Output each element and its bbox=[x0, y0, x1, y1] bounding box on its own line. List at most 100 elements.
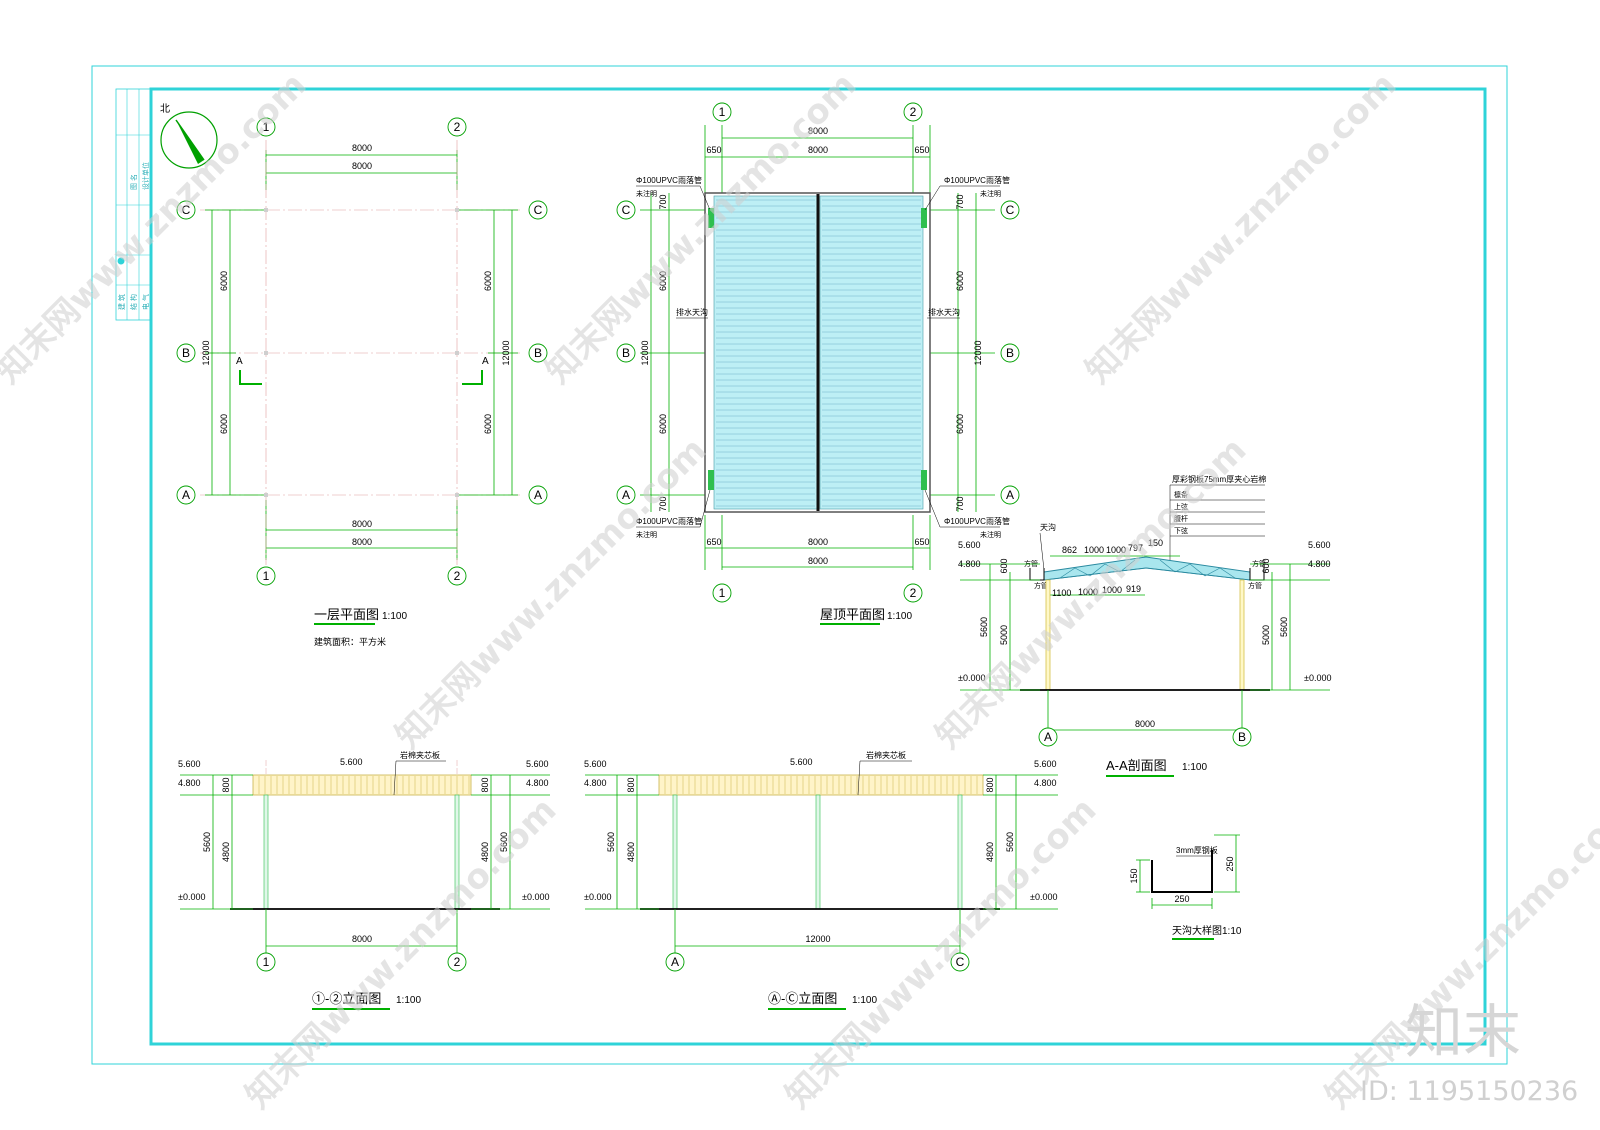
plan1-area-note: 建筑面积：平方米 bbox=[314, 636, 386, 647]
section-dim-8000: 8000 bbox=[1135, 719, 1155, 729]
svg-text:A: A bbox=[1006, 488, 1014, 502]
roof-dim-left-700b: 700 bbox=[658, 496, 668, 511]
elev2-axis-a: A bbox=[665, 952, 685, 972]
section-column-label-bl: 方管 bbox=[1034, 581, 1048, 590]
svg-text:C: C bbox=[622, 203, 631, 217]
title-block-strip: 图 名 设计单位 建 筑 结 构 电 气 bbox=[115, 88, 152, 321]
elev1-axis-1: 1 bbox=[256, 952, 276, 972]
section-title: A-A剖面图 bbox=[1106, 758, 1167, 773]
roof-dim-right-6000b: 6000 bbox=[955, 414, 965, 434]
roof-axis-2-top: 2 bbox=[903, 102, 923, 122]
roof-axis-1-top: 1 bbox=[712, 102, 732, 122]
roof-title: 屋顶平面图 bbox=[820, 607, 885, 622]
elev1-el-5600-right: 5.600 bbox=[526, 759, 549, 769]
roof-dim-bottom-1: 8000 bbox=[808, 537, 828, 547]
svg-text:2: 2 bbox=[454, 955, 461, 969]
elevation-1-2: 岩棉夹芯板 5.600 5.600 4.800 ±0.000 800 5600 … bbox=[178, 750, 550, 1010]
watermark-1: 知末网www.znzmo.com bbox=[0, 65, 314, 391]
elev1-el-5600-left: 5.600 bbox=[178, 759, 201, 769]
ground-floor-plan: 8000 8000 8000 8000 12000 6000 6000 6000… bbox=[176, 117, 548, 647]
section-layer-4: 下弦 bbox=[1174, 526, 1188, 535]
roof-pipe-label-bl: Φ100UPVC雨落管 bbox=[636, 516, 702, 526]
section-aa: 厚彩钢板75mm厚夹心岩棉 檩条 上弦 腹杆 下弦 天沟 862 1000 10… bbox=[958, 474, 1331, 777]
elev1-axis-2: 2 bbox=[447, 952, 467, 972]
elev2-el-5600-right: 5.600 bbox=[1034, 759, 1057, 769]
roof-dim-right-12000: 12000 bbox=[973, 340, 983, 365]
roof-dim-left-700a: 700 bbox=[658, 194, 668, 209]
watermark-8: 知末网www.znzmo.com bbox=[1318, 790, 1600, 1116]
svg-text:C: C bbox=[956, 955, 965, 969]
elev1-el-0-right: ±0.000 bbox=[522, 892, 549, 902]
roof-dim-top-650b: 650 bbox=[914, 145, 929, 155]
svg-text:1: 1 bbox=[263, 120, 270, 134]
section-gutter-label: 天沟 bbox=[1040, 522, 1056, 532]
svg-text:2: 2 bbox=[910, 586, 917, 600]
roof-gutter-label-right: 排水天沟 bbox=[928, 307, 960, 317]
roof-axis-c-left: C bbox=[616, 200, 636, 220]
elev1-el-0-left: ±0.000 bbox=[178, 892, 205, 902]
roof-dim-left-6000b: 6000 bbox=[658, 414, 668, 434]
section-column-label-br: 方管 bbox=[1248, 581, 1262, 590]
section-column-label-tl: 方管 bbox=[1024, 559, 1038, 568]
roof-axis-b-right: B bbox=[1000, 343, 1020, 363]
roof-dim-right-700a: 700 bbox=[955, 194, 965, 209]
detail-title: 天沟大样图 bbox=[1172, 924, 1222, 937]
plan1-dim-bottom-2: 8000 bbox=[352, 537, 372, 547]
elev1-dim-5600-right: 5600 bbox=[499, 832, 509, 852]
elev2-dim-4800-left: 4800 bbox=[626, 842, 636, 862]
section-dim-top-4: 797 bbox=[1128, 543, 1143, 553]
roof-axis-b-left: B bbox=[616, 343, 636, 363]
section-dim-5600-right: 5600 bbox=[1279, 617, 1289, 637]
elev1-dim-4800-left: 4800 bbox=[221, 842, 231, 862]
svg-text:B: B bbox=[182, 346, 190, 360]
elev2-dim-5600-right: 5600 bbox=[1005, 832, 1015, 852]
section-dim-top-2: 1000 bbox=[1084, 545, 1104, 555]
svg-text:1: 1 bbox=[263, 955, 270, 969]
svg-text:2: 2 bbox=[910, 105, 917, 119]
roof-dim-left-6000a: 6000 bbox=[658, 271, 668, 291]
north-arrow: 北 bbox=[160, 103, 218, 169]
elev2-dim-4800-right: 4800 bbox=[985, 842, 995, 862]
section-dim-5000-right: 5000 bbox=[1261, 625, 1271, 645]
section-axis-a: A bbox=[1038, 727, 1058, 747]
elev2-el-4800-right: 4.800 bbox=[1034, 778, 1057, 788]
elev2-dim-5600-left: 5600 bbox=[606, 832, 616, 852]
plan1-section-mark-right: A bbox=[482, 356, 489, 367]
elev2-el-4800-left: 4.800 bbox=[584, 778, 607, 788]
title-block-row5: 电 气 bbox=[141, 294, 150, 310]
section-axis-b: B bbox=[1232, 727, 1252, 747]
plan1-axis-2-top: 2 bbox=[447, 117, 467, 137]
watermark-7: 知末网www.znzmo.com bbox=[778, 790, 1104, 1116]
elev1-dim-4800-right: 4800 bbox=[480, 842, 490, 862]
svg-text:1: 1 bbox=[719, 105, 726, 119]
roof-pipe-note-tr: 未注明 bbox=[980, 189, 1001, 198]
section-el-4800-right: 4.800 bbox=[1308, 559, 1331, 569]
roof-dim-right-6000a: 6000 bbox=[955, 271, 965, 291]
svg-text:A: A bbox=[182, 488, 190, 502]
plan1-axis-2-bottom: 2 bbox=[447, 566, 467, 586]
elev2-el-0-left: ±0.000 bbox=[584, 892, 611, 902]
section-layer-2: 上弦 bbox=[1174, 502, 1188, 511]
elev2-el-5600-left: 5.600 bbox=[584, 759, 607, 769]
roof-axis-a-left: A bbox=[616, 485, 636, 505]
plan1-dim-top-1: 8000 bbox=[352, 143, 372, 153]
elev2-panel-label: 岩棉夹芯板 bbox=[866, 750, 906, 760]
plan1-dim-bottom-1: 8000 bbox=[352, 519, 372, 529]
svg-text:B: B bbox=[1238, 730, 1246, 744]
section-layer-1: 檩条 bbox=[1174, 490, 1188, 499]
section-dim-top-5: 150 bbox=[1148, 538, 1163, 548]
elev1-dim-8000: 8000 bbox=[352, 934, 372, 944]
elev2-dim-800-left: 800 bbox=[626, 777, 636, 792]
plan1-section-mark-left: A bbox=[236, 356, 243, 367]
section-dim-5000-left: 5000 bbox=[999, 625, 1009, 645]
plan1-dim-left-6000b: 6000 bbox=[219, 414, 229, 434]
elev2-top-el: 5.600 bbox=[790, 757, 813, 767]
plan1-dim-left-12000: 12000 bbox=[201, 340, 211, 365]
plan1-dim-right-12000: 12000 bbox=[501, 340, 511, 365]
svg-text:C: C bbox=[182, 203, 191, 217]
title-block-row4: 结 构 bbox=[129, 294, 138, 310]
roof-dim-right-700b: 700 bbox=[955, 496, 965, 511]
section-dim-bottom-4: 919 bbox=[1126, 584, 1141, 594]
detail-scale: 1:10 bbox=[1222, 926, 1242, 937]
